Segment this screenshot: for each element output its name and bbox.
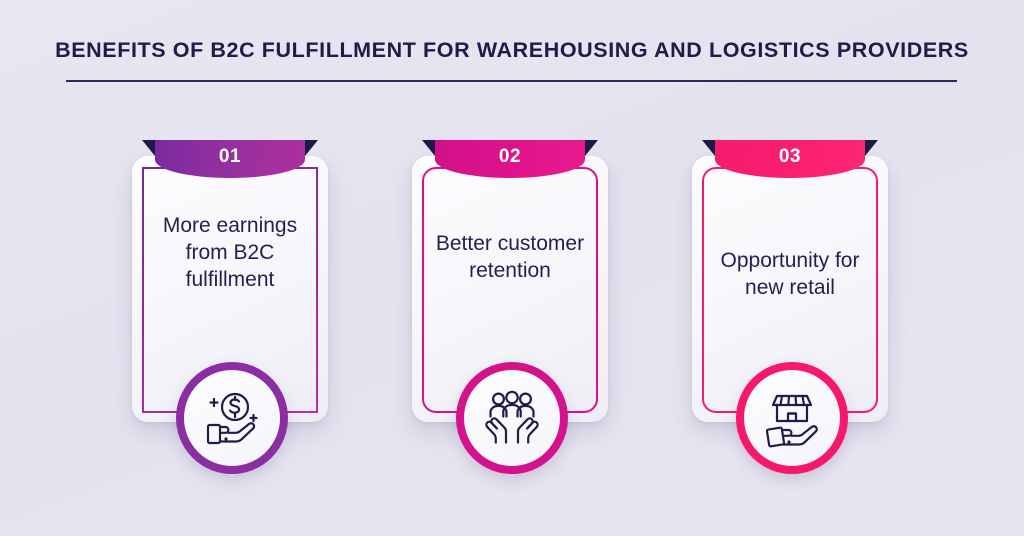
ribbon-fold-right-icon <box>865 140 878 156</box>
card-icon-badge[interactable] <box>176 362 288 474</box>
benefit-card-3[interactable]: 03 Opportunity for new retail <box>684 140 896 474</box>
card-text: Better customer retention <box>435 232 585 282</box>
ribbon-fold-left-icon <box>702 140 715 156</box>
ribbon-fold-right-icon <box>305 140 318 156</box>
card-text: Opportunity for new retail <box>720 249 860 299</box>
hand-holding-dollar-coin-icon <box>199 388 265 448</box>
ribbon-fold-left-icon <box>422 140 435 156</box>
card-icon-badge[interactable] <box>736 362 848 474</box>
ribbon-fold-left-icon <box>142 140 155 156</box>
card-ribbon: 01 <box>142 140 318 178</box>
ribbon-body <box>715 140 865 178</box>
ribbon-body <box>155 140 305 178</box>
card-ribbon: 02 <box>422 140 598 178</box>
card-number: 02 <box>498 146 522 167</box>
benefit-card-1[interactable]: 01 More earnings from B2C fulfillment <box>124 140 336 474</box>
ribbon-body <box>435 140 585 178</box>
card-number: 03 <box>778 146 802 167</box>
card-text: More earnings from B2C fulfillment <box>162 214 298 291</box>
card-number: 01 <box>218 146 242 167</box>
card-icon-badge[interactable] <box>456 362 568 474</box>
page-title: BENEFITS OF B2C FULFILLMENT FOR WAREHOUS… <box>55 38 969 62</box>
title-divider <box>66 80 957 82</box>
hand-holding-shop-icon <box>759 387 825 449</box>
hands-holding-people-icon <box>480 387 544 449</box>
header: BENEFITS OF B2C FULFILLMENT FOR WAREHOUS… <box>0 38 1024 82</box>
benefit-card-2[interactable]: 02 Better customer retention <box>404 140 616 474</box>
benefit-cards-row: 01 More earnings from B2C fulfillment <box>0 140 1024 500</box>
ribbon-fold-right-icon <box>585 140 598 156</box>
card-ribbon: 03 <box>702 140 878 178</box>
